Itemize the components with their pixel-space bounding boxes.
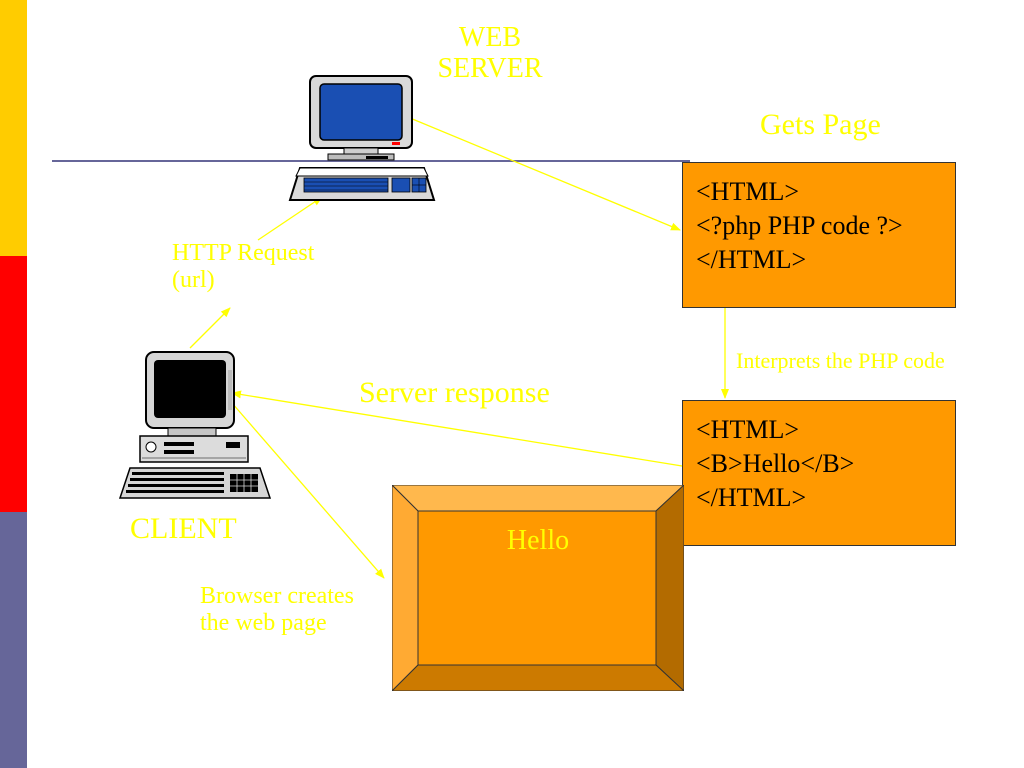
php-source-line: </HTML>: [696, 244, 807, 274]
arrow-client-to-http: [189, 307, 231, 349]
client-label: CLIENT: [130, 512, 237, 545]
sidebar-purple-segment: [0, 512, 27, 768]
interprets-php-label: Interprets the PHP code: [736, 348, 945, 373]
html-output-box: <HTML> <B>Hello</B> </HTML>: [682, 400, 956, 546]
html-output-line: <B>Hello</B>: [696, 448, 855, 478]
client-computer-icon: [118, 351, 272, 499]
arrow-http-to-server: [257, 196, 323, 241]
html-output-line: </HTML>: [696, 482, 807, 512]
browser-window-text: Hello: [506, 525, 570, 556]
sidebar-yellow-segment: [0, 0, 27, 256]
browser-window-bevel: [392, 485, 684, 691]
server-divider-line: [52, 160, 690, 162]
server-response-label: Server response: [359, 376, 550, 409]
html-output-line: <HTML>: [696, 415, 799, 444]
gets-page-label: Gets Page: [760, 108, 881, 141]
server-computer-icon: [288, 75, 436, 201]
php-source-line: <HTML>: [696, 177, 799, 206]
arrow-client-to-browser: [231, 402, 385, 579]
arrow-server-to-php: [409, 117, 681, 231]
php-source-line: <?php PHP code ?>: [696, 210, 903, 240]
browser-window: Hello: [392, 485, 684, 691]
web-server-label: WEB SERVER: [437, 22, 543, 85]
sidebar-red-segment: [0, 256, 27, 512]
php-source-box: <HTML> <?php PHP code ?> </HTML>: [682, 162, 956, 308]
arrow-output-to-client: [231, 390, 683, 467]
browser-creates-label: Browser creates the web page: [200, 583, 354, 636]
http-request-label: HTTP Request (url): [172, 240, 315, 293]
